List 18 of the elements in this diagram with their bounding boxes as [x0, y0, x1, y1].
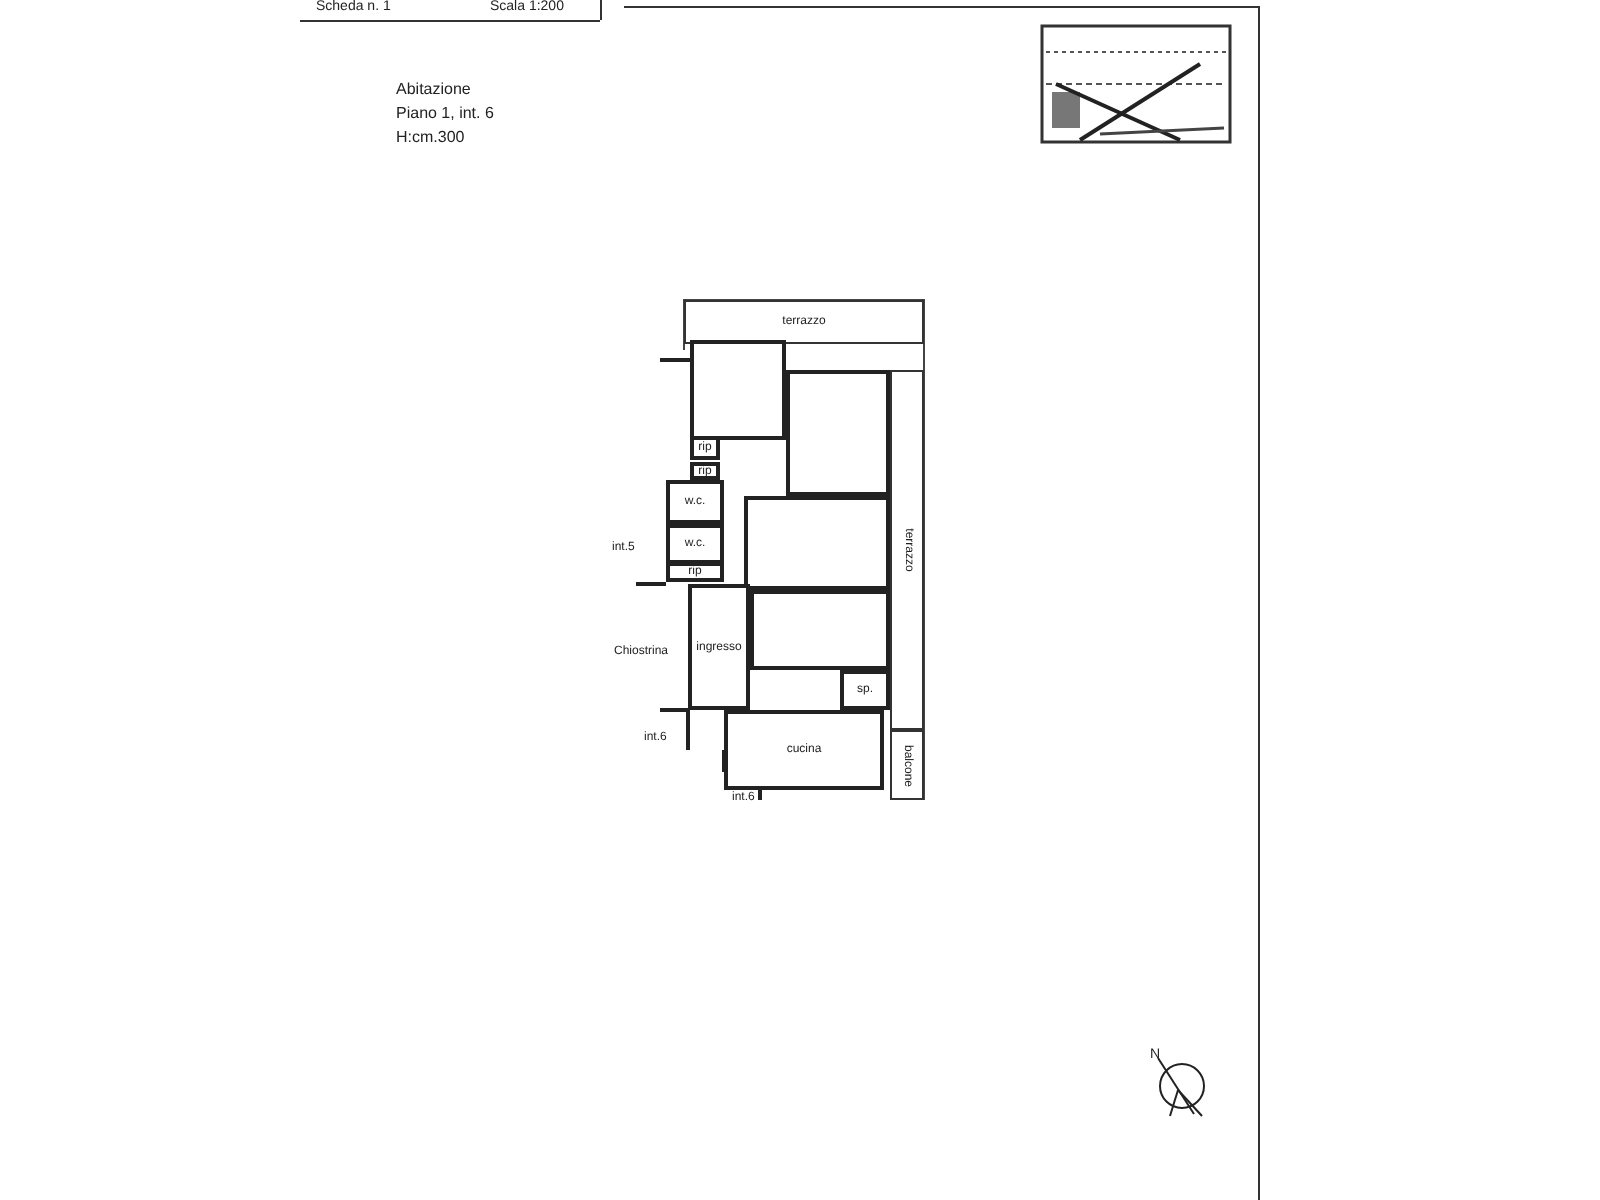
room	[890, 730, 924, 800]
label: H:cm.300	[396, 128, 465, 147]
room	[666, 524, 724, 564]
label: Piano 1, int. 6	[396, 104, 494, 123]
room	[890, 370, 924, 730]
room	[724, 710, 884, 790]
room	[840, 670, 890, 710]
room	[666, 562, 724, 582]
room	[666, 480, 724, 524]
room	[684, 300, 924, 344]
room	[690, 462, 720, 480]
room	[744, 496, 890, 590]
room	[786, 370, 890, 496]
room	[690, 340, 786, 440]
room	[750, 590, 890, 670]
label: Abitazione	[396, 80, 471, 99]
room	[688, 584, 750, 710]
room	[690, 436, 720, 460]
